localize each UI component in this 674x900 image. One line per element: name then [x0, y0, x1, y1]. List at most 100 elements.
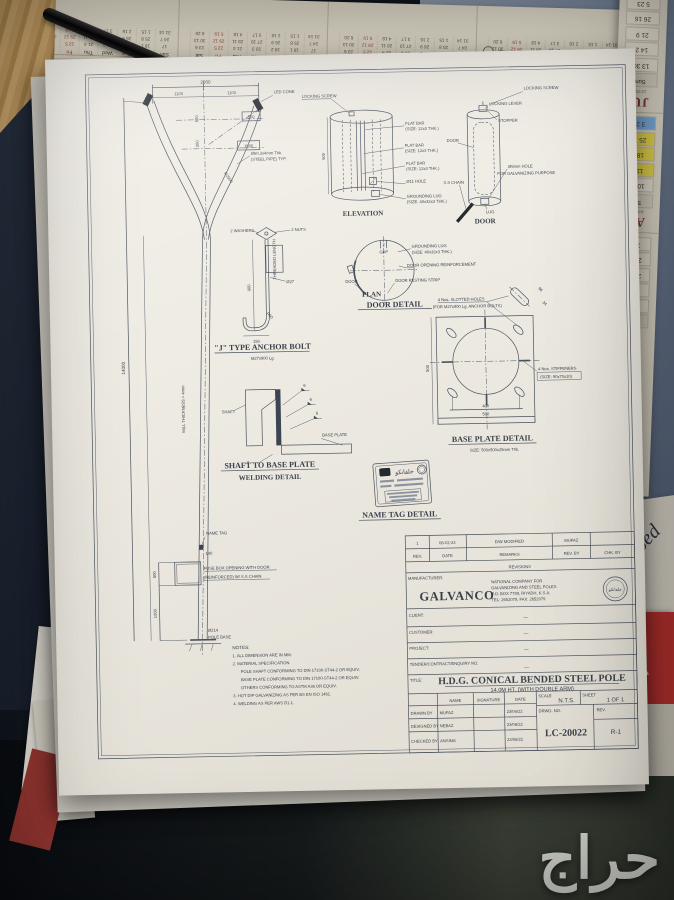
project-label: PROJECT: [409, 645, 429, 650]
drawn-by-label: DRAWN BY [411, 710, 433, 715]
door-label: DOOR [345, 279, 357, 284]
drwg-no-label: DRWG. NO. [539, 708, 562, 713]
note-line: BASE PLATE CONFORMING TO DIN 17100-ST44-… [241, 675, 359, 682]
slotted-holes-note: (FOR M27x900 Lg. ANCHOR BOLTS) [433, 303, 503, 309]
note-line: OTHERS CONFORMING TO ASTM A36 OR EQUIV. [241, 683, 337, 690]
scale-value: N.T.S. [558, 698, 575, 704]
welding-title-1: SHAFT TO BASE PLATE [224, 460, 315, 471]
date-col-header: DATE [515, 697, 526, 702]
weld-size: 6 [310, 397, 313, 402]
dim-label: 1100 [227, 90, 237, 95]
grounding-lug-label: GROUNDING LUG [412, 243, 447, 249]
led-cone-right [252, 97, 264, 112]
rev-remarks: D/W MODIFIED [495, 539, 524, 545]
anchor-bolt-sub: M27x900 Lg. [251, 355, 275, 360]
designed-by-label: DESIGNED BY [411, 723, 439, 729]
engineering-drawing: 2000 1100 1100 500 1000 500 300 LED CONE… [84, 64, 639, 760]
haraj-watermark: حراج [538, 826, 660, 891]
led-cone-left [142, 93, 154, 107]
manufacturer-name: GALVANCO [419, 588, 494, 603]
customer-value: — [524, 631, 529, 636]
rev-date: 08-02-23 [439, 540, 456, 545]
dim-label: 96 [537, 286, 544, 293]
dim-label: 150 [253, 339, 261, 344]
weld-size: 6 [303, 383, 306, 388]
dim-label: 1000 [244, 143, 254, 148]
grounding-lug-size: (SIZE: 40x32x3 THK.) [407, 199, 448, 205]
checked-by-date: 23/06/22 [507, 737, 524, 742]
dim-label: 140 [205, 551, 213, 556]
door-detail-title: DOOR DETAIL [367, 300, 423, 310]
title-label: TITLE: [410, 678, 422, 683]
manufacturer-label: MANUFACTURER: [408, 575, 443, 581]
dim-label: Ø27 [286, 279, 295, 284]
dim-label: 500 [248, 114, 256, 119]
signature-col-header: SIGNATURE [477, 697, 501, 702]
door-detail-side: LOCKING SCREW LOCKING LEVER STOPPER DOOR… [443, 85, 559, 226]
dim-label: 500 [482, 411, 490, 416]
threaded-length-label: THREADED LENGTH [271, 239, 277, 279]
hole-note: FOR GALVANIZING PURPOSE [497, 170, 555, 176]
grounding-lug-label: GROUNDING LUG [407, 193, 442, 199]
note-line: 3. HOT DIP GALVANIZING AS PER BS EN ISO … [233, 691, 331, 698]
stiffeners-size: (SIZE: 90x70x10) [540, 374, 573, 380]
fuse-box-note: (REINFORCED) W/ S.S CHAIN [204, 574, 262, 580]
base-plate-label: BASE PLATE [322, 432, 347, 437]
name-tag-detail: جلفانكو [372, 459, 432, 508]
manufacturer-address: TEL: 2652079, FAX: 2652079 [491, 596, 546, 602]
checked-by-name: ANSING [440, 738, 456, 743]
rev-label: REV. [597, 707, 606, 712]
note-line: 4. WELDING AS PER AWS D1.1. [233, 700, 294, 706]
door-title: DOOR [475, 217, 497, 225]
grounding-lug-size: (SIZE: 40x32x3 THK.) [412, 249, 453, 255]
drawing-border [84, 64, 639, 760]
mill-thickness-note: MILL THICKNESS = 4mm [180, 385, 186, 433]
locking-screw-label: LOCKING SCREW [524, 85, 559, 91]
flat-bar-label: FLAT BAR [405, 142, 424, 147]
dim-label: 1100 [174, 91, 184, 96]
welding-detail: 6 6 6 3 SHAFT BASE PLATE SHAFT TO BASE P… [220, 383, 352, 482]
rev-by: MUFAZ [564, 538, 578, 543]
hole-label: Ø11 HOLE [406, 178, 426, 183]
stopper-label: STOPPER [498, 118, 518, 123]
dim-label: R60 [266, 311, 275, 320]
chain-label: S.S CHAIN [443, 180, 464, 185]
stiffeners-label: 4 Nos. STIFFENERS [538, 366, 577, 372]
revisions-label: REVISIONS [509, 564, 532, 569]
rev-value: R-1 [611, 729, 622, 736]
client-label: CLIENT: [409, 613, 424, 618]
manufacturer-address: P.O. BOX 7799, RIYADH, K.S.A. [491, 590, 550, 596]
flat-bar-size: (SIZE: 12x3 THK.) [406, 166, 440, 172]
door-label: DOOR [447, 138, 459, 143]
gap-label: GAP [379, 249, 388, 254]
welding-title-2: WELDING DETAIL [239, 473, 302, 482]
slot-hole-enlarged [509, 286, 530, 307]
pipe-note: Ø60.3x4mm Thk. [251, 150, 282, 156]
base-plate-title: BASE PLATE DETAIL [452, 433, 533, 444]
flat-bar-label: FLAT BAR [405, 120, 424, 125]
resting-strip-label: DOOR RESTING STRIP [395, 277, 440, 283]
dim-label: R2500 [223, 171, 235, 184]
manufacturer-address: NATIONAL COMPANY FOR [491, 578, 542, 584]
anchor-bolt-title: "J" TYPE ANCHOR BOLT [214, 342, 312, 353]
reinforcement-label: DOOR OPENING REINFORCEMENT [407, 261, 477, 267]
designed-by-date: 23/06/22 [507, 722, 524, 727]
logo-arabic-text: جلفانكو [608, 587, 623, 592]
notes-heading: NOTES: [232, 645, 249, 650]
dim-label: 400 [482, 403, 490, 408]
scale-label: SCALE [538, 693, 552, 698]
lug-label: LUG [486, 209, 495, 214]
washers-label: 2 WASHERS [230, 228, 254, 233]
dim-label: 500 [152, 571, 157, 579]
shaft-label: SHAFT [222, 409, 236, 414]
dim-label: 500 [194, 115, 199, 123]
dim-label: 14000 [121, 361, 126, 374]
dim-label: 900 [246, 284, 251, 292]
drawing-title: H.D.G. CONICAL BENDED STEEL POLE [438, 673, 626, 688]
name-tag-arabic: جلفانكو [394, 468, 414, 476]
note-line: 1. ALL DIMENSION ARE IN MM. [232, 652, 292, 658]
name-tag-title: NAME TAG DETAIL [362, 509, 437, 519]
flat-bar-size: (SIZE: 12x3 THK.) [405, 126, 439, 132]
dim-label: Ø214 [208, 628, 219, 633]
drawing-sheet: 2000 1100 1100 500 1000 500 300 LED CONE… [44, 48, 650, 796]
